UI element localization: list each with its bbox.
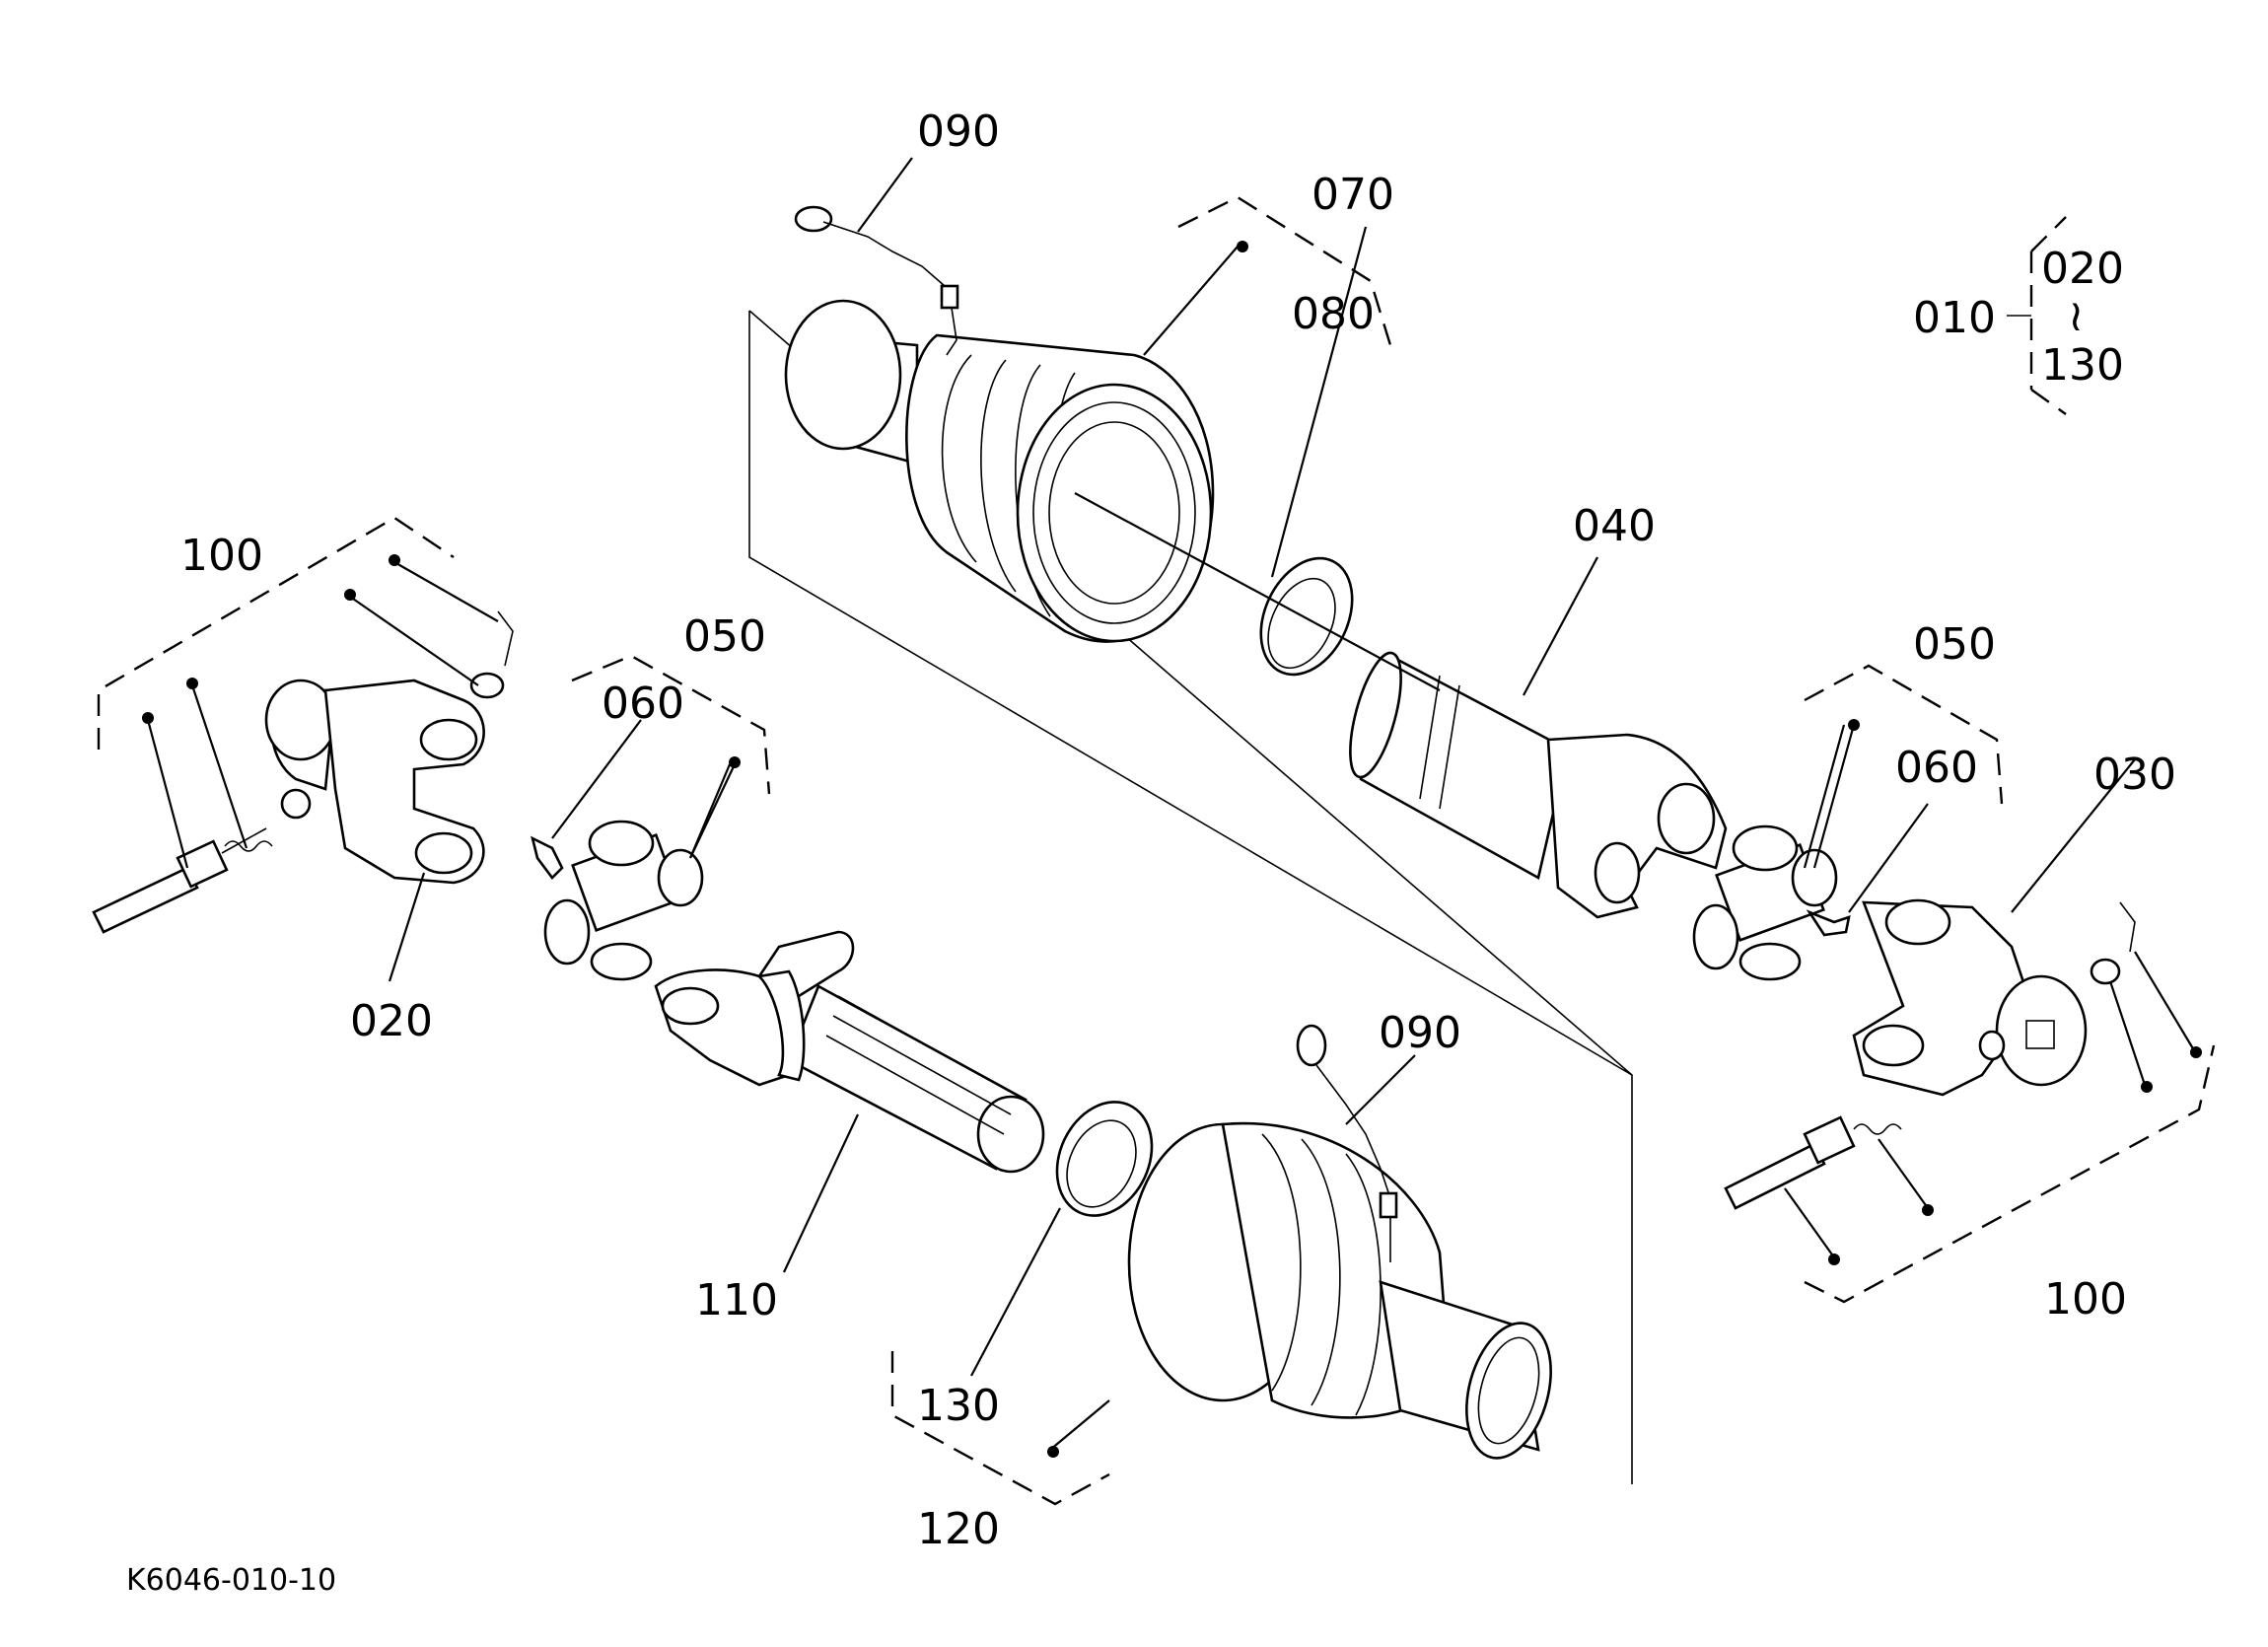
label-050-right: 050 bbox=[1913, 619, 1996, 670]
label-110: 110 bbox=[695, 1275, 778, 1325]
leader-dots bbox=[142, 241, 2202, 1458]
group-bracket-070 bbox=[1177, 195, 1392, 346]
label-050-left: 050 bbox=[683, 611, 766, 662]
lock-pin-set-right bbox=[1724, 901, 2136, 1210]
assembly-range-from: 020 bbox=[2041, 244, 2124, 294]
leader-lines bbox=[146, 157, 2195, 1451]
label-060-right: 060 bbox=[1895, 743, 1978, 793]
yoke-020 bbox=[264, 679, 485, 885]
guard-cone-bottom bbox=[1127, 1121, 1552, 1460]
yoke-030 bbox=[1852, 898, 2088, 1097]
label-070: 070 bbox=[1311, 170, 1394, 220]
label-100-right: 100 bbox=[2044, 1274, 2127, 1325]
label-090-bottom: 090 bbox=[1379, 1008, 1461, 1058]
group-bracket-assembly bbox=[2007, 216, 2067, 415]
cross-journal-left bbox=[543, 820, 704, 981]
assembly-number: 010 bbox=[1913, 293, 1996, 343]
label-030: 030 bbox=[2093, 750, 2176, 800]
safety-chain-top bbox=[794, 205, 959, 356]
assembly-range-sep: ≀ bbox=[2068, 291, 2085, 341]
label-080: 080 bbox=[1292, 289, 1375, 339]
lock-pin-set-left bbox=[92, 610, 514, 934]
group-bracket-050-right bbox=[1804, 664, 2004, 805]
guard-cone-top bbox=[784, 299, 1215, 643]
label-130: 130 bbox=[917, 1381, 1000, 1431]
label-020: 020 bbox=[350, 996, 433, 1046]
group-bracket-100-right bbox=[1804, 1044, 2216, 1304]
seal-ring-130 bbox=[1055, 1101, 1154, 1217]
cross-journal-right bbox=[1692, 824, 1838, 981]
group-bracket-120 bbox=[890, 1351, 1110, 1506]
label-090-top: 090 bbox=[917, 107, 1000, 157]
seal-ring-080 bbox=[1259, 556, 1354, 677]
group-bracket-050-left bbox=[571, 654, 771, 795]
assembly-range-to: 130 bbox=[2041, 340, 2124, 391]
grease-nipple-right bbox=[1806, 909, 1851, 937]
diagram-code: K6046-010-10 bbox=[126, 1563, 336, 1598]
label-120: 120 bbox=[917, 1504, 1000, 1554]
inner-shaft-110 bbox=[654, 930, 1045, 1174]
outer-tube-040 bbox=[1349, 651, 1728, 919]
label-040: 040 bbox=[1573, 501, 1656, 551]
grease-nipple-left bbox=[531, 835, 564, 880]
safety-chain-bottom bbox=[1296, 1024, 1398, 1262]
label-060-left: 060 bbox=[602, 679, 684, 729]
group-bracket-100-left bbox=[97, 516, 455, 750]
label-100-left: 100 bbox=[180, 531, 263, 581]
